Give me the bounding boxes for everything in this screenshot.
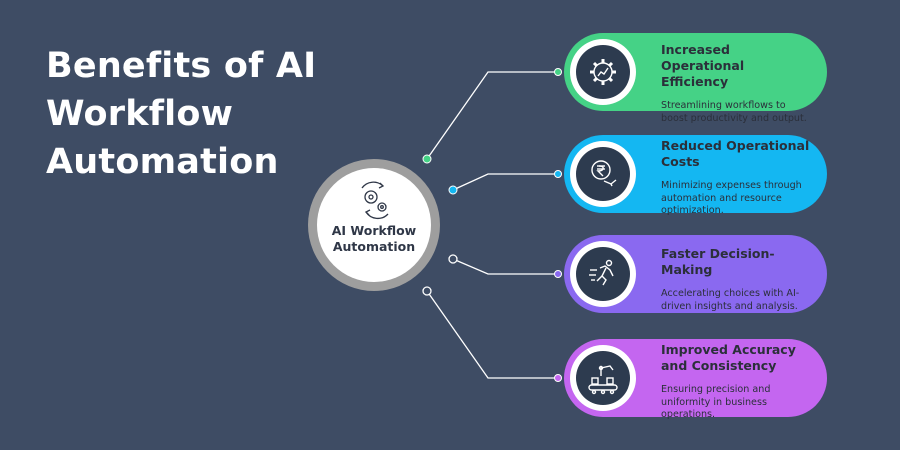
title-line-3: Automation (46, 142, 279, 182)
connectors (426, 71, 558, 379)
hub-inner (317, 168, 431, 282)
card-2-pill (564, 135, 827, 213)
hub (308, 154, 458, 296)
connector-3 (452, 258, 558, 275)
card-3 (554, 235, 827, 313)
hub-dot-2 (448, 185, 458, 195)
connector-4 (426, 290, 558, 379)
card-4-description: Ensuring precision and uniformity in bus… (661, 384, 771, 420)
connector-2 (452, 173, 558, 191)
card-1 (554, 33, 827, 111)
card-1-text: Increased Operational Efficiency Streaml… (661, 42, 811, 125)
card-3-dot (554, 270, 562, 278)
card-4-dot (554, 374, 562, 382)
card-4-title: Improved Accuracy and Consistency (661, 342, 796, 373)
card-2-icon-disc (576, 147, 630, 201)
title-line-1: Benefits of AI (46, 46, 317, 86)
gear-chart-icon (590, 59, 616, 85)
card-2-text: Reduced Operational Costs Minimizing exp… (661, 138, 811, 218)
card-1-description: Streamlining workflows to boost producti… (661, 100, 807, 124)
hub-dot-3 (448, 254, 458, 264)
card-4 (554, 339, 827, 417)
robot-arm-conveyor-icon (588, 365, 618, 395)
card-3-description: Accelerating choices with AI-driven insi… (661, 288, 800, 312)
card-3-pill (564, 235, 827, 313)
card-2 (554, 135, 827, 213)
hub-dot-1 (422, 154, 432, 164)
hub-label-line-2: Automation (332, 239, 416, 254)
card-2-dot (554, 170, 562, 178)
card-2-title: Reduced Operational Costs (661, 138, 810, 169)
card-3-title: Faster Decision-Making (661, 246, 775, 277)
card-1-title: Increased Operational Efficiency (661, 42, 745, 89)
gears-arrows-icon (361, 181, 389, 220)
card-4-icon-disc (576, 351, 630, 405)
rupee-down-arrow-icon (591, 160, 617, 187)
hub-label-line-1: AI Workflow (331, 223, 417, 238)
card-1-dot (554, 68, 562, 76)
card-2-description: Minimizing expenses through automation a… (661, 180, 802, 216)
card-1-pill (564, 33, 827, 111)
title-line-2: Workflow (46, 94, 234, 134)
card-4-text: Improved Accuracy and Consistency Ensuri… (661, 342, 811, 422)
running-person-icon (589, 259, 614, 286)
card-3-text: Faster Decision-Making Accelerating choi… (661, 246, 811, 313)
card-4-pill (564, 339, 827, 417)
hub-dot-4 (422, 286, 432, 296)
connector-1 (426, 71, 558, 160)
hub-label: AI Workflow Automation (318, 223, 430, 255)
page-title: Benefits of AI Workflow Automation (46, 42, 346, 186)
card-1-icon-disc (576, 45, 630, 99)
